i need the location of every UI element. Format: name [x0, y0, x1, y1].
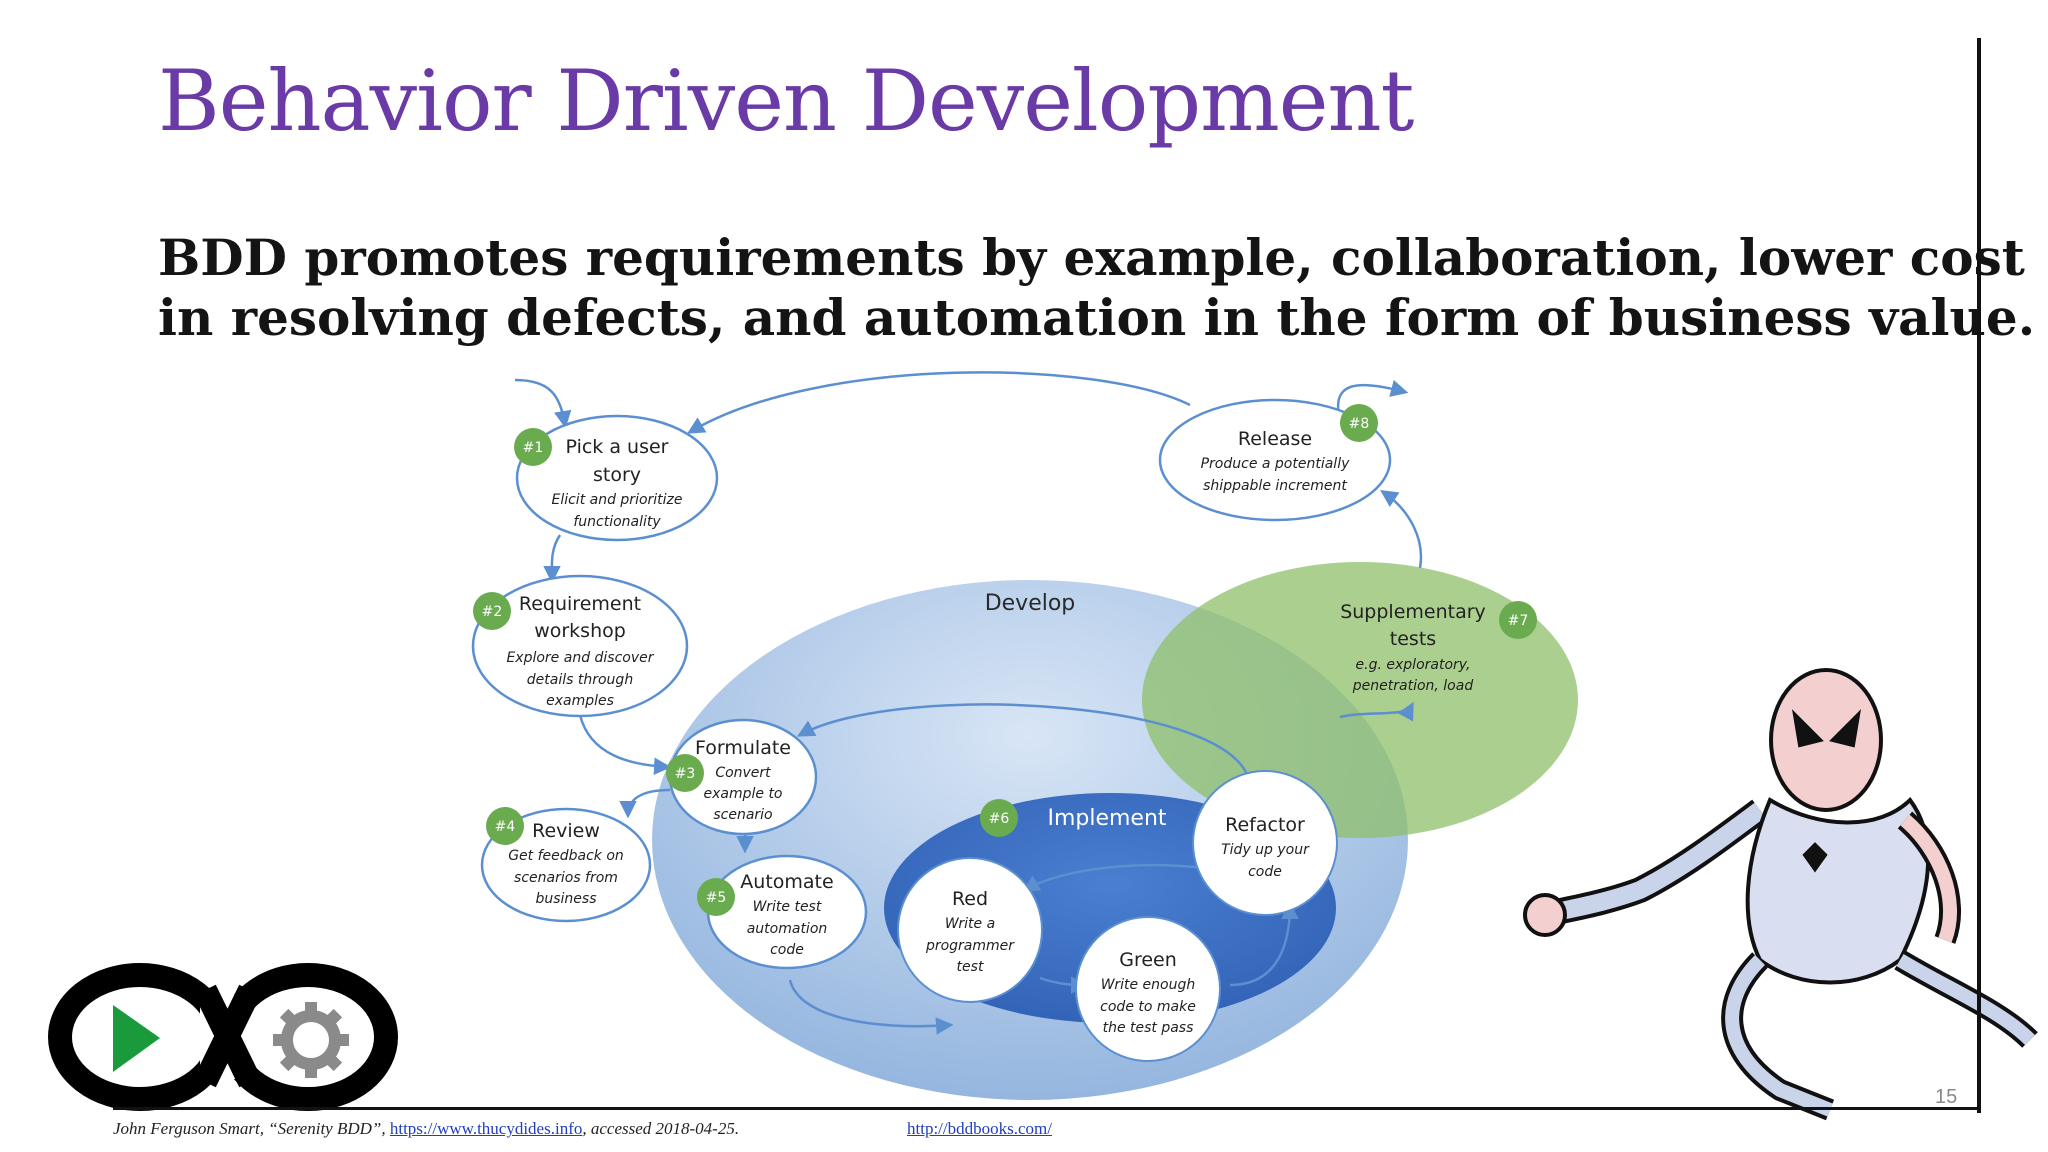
svg-text:#3: #3 [675, 766, 696, 782]
subtitle-line-1: BDD promotes requirements by example, co… [158, 228, 2025, 287]
svg-text:Explore and discover: Explore and discover [506, 650, 654, 666]
badge-6: #6 [980, 799, 1018, 837]
citation-suffix: , accessed 2018-04-25. [582, 1119, 740, 1138]
svg-text:workshop: workshop [534, 620, 626, 642]
svg-text:functionality: functionality [573, 514, 661, 530]
spiderman-illustration [1523, 668, 2038, 1121]
badge-3: #3 [666, 754, 704, 792]
page-number: 15 [1935, 1086, 1958, 1108]
svg-text:Review: Review [532, 820, 600, 842]
svg-text:code to make: code to make [1100, 999, 1196, 1015]
svg-text:code: code [770, 942, 804, 958]
svg-text:the test pass: the test pass [1103, 1020, 1194, 1036]
svg-text:#7: #7 [1508, 613, 1529, 629]
supplementary-region [1142, 562, 1578, 838]
flow-arrows [514, 371, 1423, 1035]
subtitle-line-2: in resolving defects, and automation in … [158, 288, 2036, 347]
step-5-automate: Automate Write test automation code [706, 854, 868, 970]
svg-text:e.g. exploratory,: e.g. exploratory, [1356, 657, 1471, 673]
svg-text:Refactor: Refactor [1225, 814, 1305, 836]
play-icon [113, 1005, 160, 1072]
svg-text:#1: #1 [523, 440, 544, 456]
svg-text:Green: Green [1119, 949, 1177, 971]
svg-text:Pick a user: Pick a user [566, 436, 669, 458]
step-3-formulate: Formulate Convert example to scenario [668, 718, 818, 836]
svg-text:Formulate: Formulate [695, 737, 791, 759]
footer-citation: John Ferguson Smart, “Serenity BDD”, htt… [113, 1119, 739, 1139]
svg-text:Automate: Automate [740, 871, 833, 893]
citation-text: John Ferguson Smart, “Serenity BDD”, [113, 1119, 390, 1138]
svg-text:details through: details through [527, 672, 633, 688]
step-1-pick-story: Pick a user story Elicit and prioritize … [515, 414, 719, 542]
svg-text:Produce a potentially: Produce a potentially [1201, 456, 1350, 472]
slide-title: Behavior Driven Development [158, 52, 1414, 150]
svg-text:programmer: programmer [925, 938, 1015, 954]
svg-text:#5: #5 [706, 890, 727, 906]
svg-text:scenario: scenario [713, 807, 772, 823]
svg-text:Release: Release [1238, 428, 1312, 450]
svg-text:tests: tests [1390, 628, 1436, 650]
step-7-supplementary-tests: Supplementary tests e.g. exploratory, pe… [1340, 601, 1486, 694]
svg-text:automation: automation [747, 921, 828, 937]
badge-7: #7 [1499, 601, 1537, 639]
svg-text:Write a: Write a [945, 916, 995, 932]
implement-label: Implement [1047, 806, 1166, 831]
svg-text:Tidy up your: Tidy up your [1221, 842, 1310, 858]
svg-text:business: business [535, 891, 596, 907]
red-step: Red Write a programmer test [897, 857, 1043, 1003]
svg-text:Write enough: Write enough [1101, 977, 1195, 993]
gear-icon [273, 1002, 349, 1078]
svg-text:story: story [593, 464, 641, 486]
svg-text:example to: example to [703, 786, 782, 802]
svg-text:Convert: Convert [715, 765, 771, 781]
svg-text:code: code [1248, 864, 1282, 880]
badge-2: #2 [473, 592, 511, 630]
develop-label: Develop [985, 591, 1076, 616]
svg-text:Elicit and prioritize: Elicit and prioritize [551, 492, 682, 508]
svg-text:#6: #6 [989, 811, 1010, 827]
svg-text:Supplementary: Supplementary [1340, 601, 1486, 623]
svg-text:examples: examples [546, 693, 614, 709]
svg-text:scenarios from: scenarios from [514, 870, 618, 886]
slide-subtitle: BDD promotes requirements by example, co… [158, 228, 2036, 348]
svg-text:#8: #8 [1349, 416, 1370, 432]
svg-text:Get feedback on: Get feedback on [508, 848, 624, 864]
svg-text:test: test [957, 959, 984, 975]
svg-text:shippable increment: shippable increment [1203, 478, 1347, 494]
badge-8: #8 [1340, 404, 1378, 442]
slide-frame-bottom-border [113, 1107, 1981, 1110]
svg-text:Write test: Write test [753, 899, 822, 915]
badge-1: #1 [514, 428, 552, 466]
bdd-infinity-logo-icon [48, 963, 398, 1111]
step-2-requirement-workshop: Requirement workshop Explore and discove… [471, 574, 689, 718]
green-step: Green Write enough code to make the test… [1075, 916, 1221, 1062]
badge-5: #5 [697, 878, 735, 916]
citation-link[interactable]: https://www.thucydides.info [389, 1119, 583, 1138]
svg-text:penetration, load: penetration, load [1352, 678, 1474, 694]
step-8-release: Release Produce a potentially shippable … [1158, 398, 1392, 522]
bddbooks-link[interactable]: http://bddbooks.com/ [907, 1119, 1052, 1138]
svg-text:#4: #4 [495, 819, 516, 835]
refactor-step: Refactor Tidy up your code [1192, 770, 1338, 916]
badge-4: #4 [486, 807, 524, 845]
svg-text:Requirement: Requirement [519, 593, 641, 615]
svg-text:Red: Red [952, 888, 988, 910]
step-4-review: Review Get feedback on scenarios from bu… [480, 807, 652, 923]
svg-text:#2: #2 [482, 604, 503, 620]
slide-frame-right-border [1977, 38, 1981, 1113]
